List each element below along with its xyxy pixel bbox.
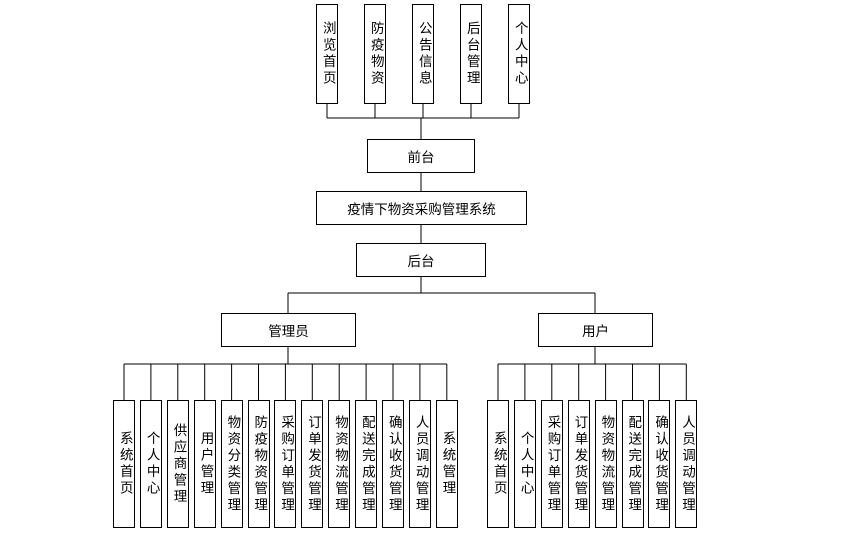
frontend-module-0: 浏览首页 bbox=[316, 4, 338, 104]
user-module-2: 采购订单管理 bbox=[540, 400, 563, 528]
admin-module-6: 采购订单管理 bbox=[274, 400, 297, 528]
admin-module-1: 个人中心 bbox=[139, 400, 162, 528]
admin-module-7: 订单发货管理 bbox=[301, 400, 324, 528]
user-module-5: 配送完成管理 bbox=[621, 400, 644, 528]
user-node: 用户 bbox=[538, 313, 653, 347]
frontend-module-3: 后台管理 bbox=[460, 4, 482, 104]
admin-module-9: 配送完成管理 bbox=[355, 400, 378, 528]
admin-module-5: 防疫物资管理 bbox=[247, 400, 270, 528]
user-module-7: 人员调动管理 bbox=[675, 400, 698, 528]
frontend-module-1: 防疫物资 bbox=[364, 4, 386, 104]
user-module-6: 确认收货管理 bbox=[648, 400, 671, 528]
admin-module-2: 供应商管理 bbox=[166, 400, 189, 528]
admin-module-10: 确认收货管理 bbox=[382, 400, 404, 528]
admin-module-12: 系统管理 bbox=[435, 400, 458, 528]
admin-module-8: 物资物流管理 bbox=[328, 400, 351, 528]
root-node: 疫情下物资采购管理系统 bbox=[316, 191, 527, 225]
user-module-0: 系统首页 bbox=[487, 400, 509, 528]
frontend-module-2: 公告信息 bbox=[412, 4, 434, 104]
frontend-node: 前台 bbox=[367, 139, 475, 173]
backend-node: 后台 bbox=[356, 243, 486, 277]
admin-node: 管理员 bbox=[221, 313, 356, 347]
frontend-module-4: 个人中心 bbox=[508, 4, 530, 104]
admin-module-4: 物资分类管理 bbox=[220, 400, 243, 528]
user-module-3: 订单发货管理 bbox=[567, 400, 590, 528]
user-module-1: 个人中心 bbox=[513, 400, 536, 528]
admin-module-0: 系统首页 bbox=[113, 400, 135, 528]
admin-module-3: 用户管理 bbox=[193, 400, 216, 528]
admin-module-11: 人员调动管理 bbox=[408, 400, 431, 528]
user-module-4: 物资物流管理 bbox=[594, 400, 617, 528]
